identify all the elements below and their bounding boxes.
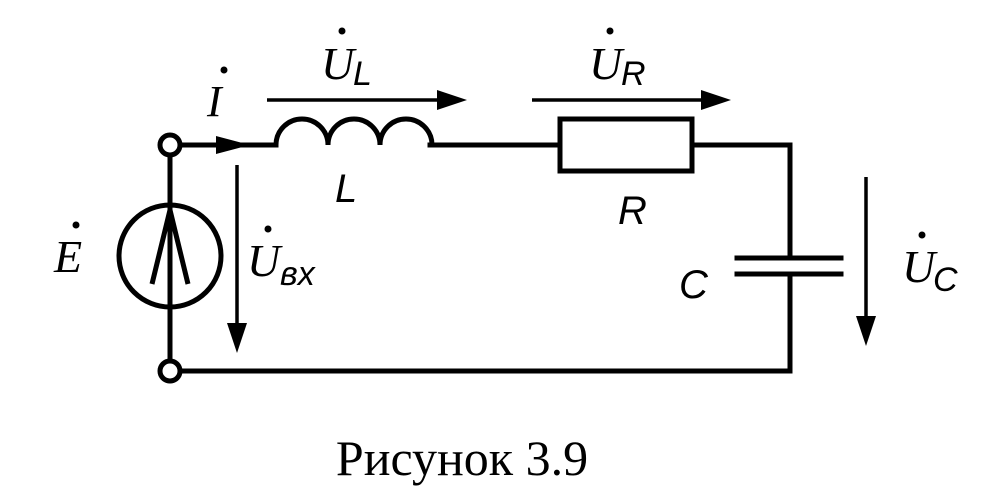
current-arrowhead: [216, 136, 250, 154]
voltage-l-symbol: U: [321, 38, 357, 89]
resistor-label: R: [618, 189, 647, 233]
voltage-c-subscript: C: [933, 261, 958, 299]
source-dot: [72, 221, 80, 229]
label-voltage-r: U R: [589, 27, 646, 93]
voltage-l-subscript: L: [353, 55, 372, 93]
voltage-arrow-c: [856, 177, 876, 346]
resistor-body: [557, 116, 695, 174]
voltage-in-symbol: U: [247, 235, 283, 286]
voltage-in-dot: [264, 225, 272, 233]
label-source: E: [53, 221, 82, 282]
source-circle: [116, 202, 224, 310]
voltage-in-subscript: вх: [280, 255, 316, 293]
source-arrow-icon: [149, 209, 191, 285]
figure-caption: Рисунок 3.9: [336, 430, 588, 486]
terminal-bottom: [157, 358, 183, 384]
voltage-arrow-l: [267, 90, 467, 110]
voltage-l-dot: [338, 27, 346, 35]
label-voltage-in: U вх: [247, 225, 316, 293]
voltage-arrow-in: [227, 165, 247, 353]
inductor-label: L: [335, 167, 357, 211]
current-dot: [220, 66, 228, 74]
source-symbol: E: [53, 231, 82, 282]
voltage-arrow-r: [532, 90, 731, 110]
voltage-r-symbol: U: [589, 38, 625, 89]
capacitor-label: C: [679, 263, 709, 307]
current-symbol: I: [206, 77, 224, 126]
label-voltage-c: U C: [902, 231, 958, 299]
wires: [167, 142, 793, 374]
voltage-r-dot: [606, 27, 614, 35]
label-current: I: [206, 66, 228, 126]
emf-source: [116, 202, 224, 310]
terminal-top: [157, 132, 183, 158]
voltage-c-dot: [918, 231, 926, 239]
inductor-coil: [273, 116, 435, 148]
label-voltage-l: U L: [321, 27, 372, 93]
voltage-r-subscript: R: [621, 55, 646, 93]
voltage-c-symbol: U: [902, 241, 938, 292]
